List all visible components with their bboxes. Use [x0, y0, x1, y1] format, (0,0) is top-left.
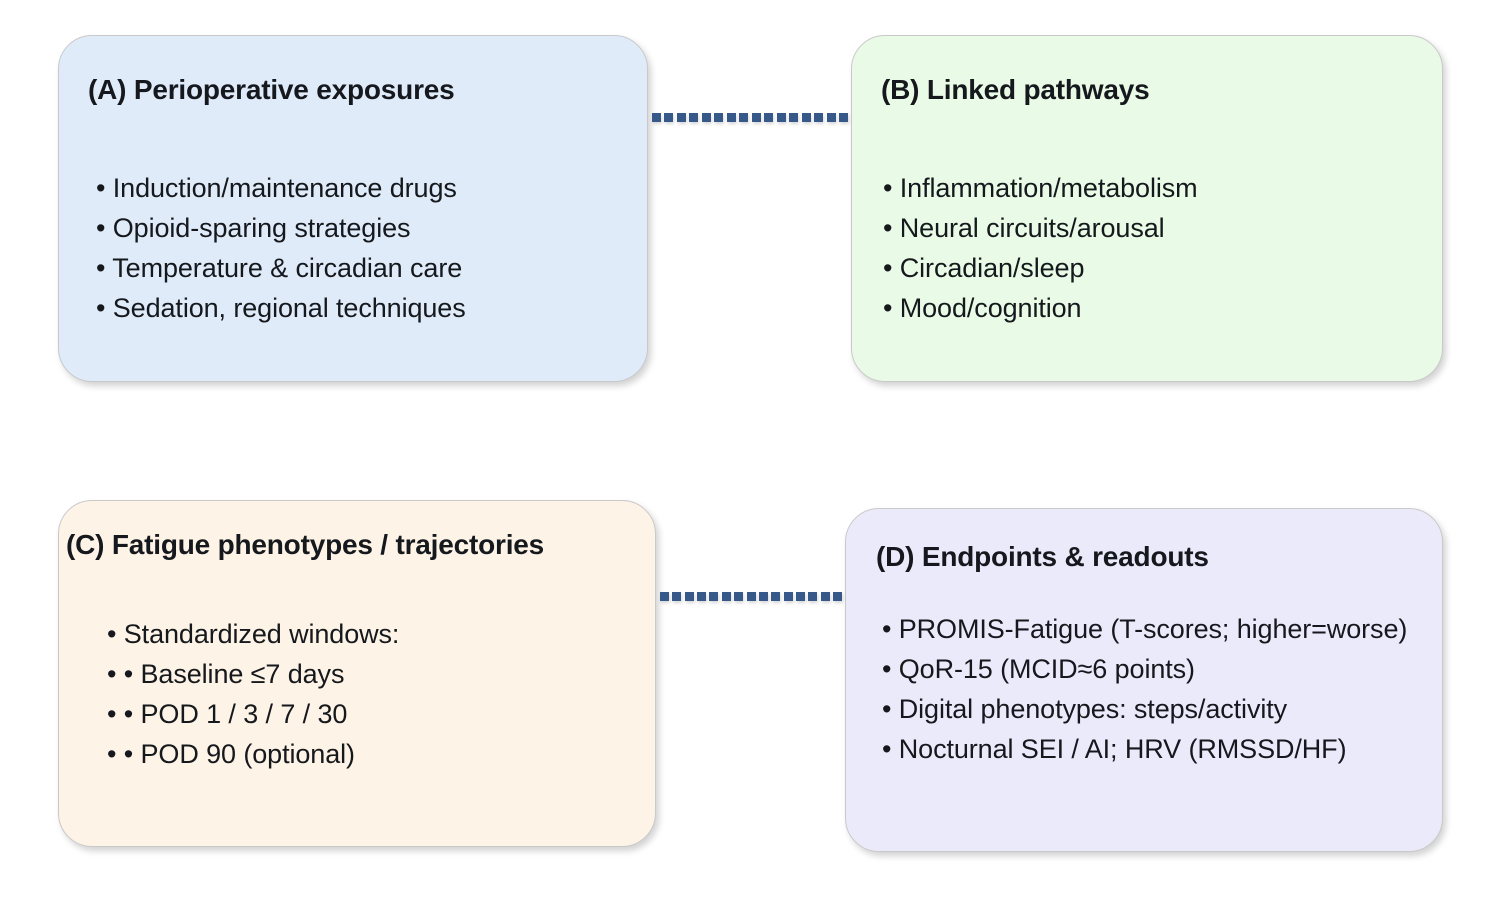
panel-a-bullet-3: • Sedation, regional techniques: [96, 293, 466, 323]
panel-c-bullet-list: • Standardized windows: • • Baseline ≤7 …: [107, 614, 667, 774]
connector-dot: [697, 592, 706, 601]
connector-dot: [677, 113, 686, 122]
connector-dot: [709, 592, 718, 601]
panel-a-bullet-0: • Induction/maintenance drugs: [96, 173, 457, 203]
panel-d-bullet-list: • PROMIS-Fatigue (T-scores; higher=worse…: [882, 609, 1454, 769]
panel-c-bullet-1: • • Baseline ≤7 days: [107, 659, 345, 689]
panel-c-bullet-0: • Standardized windows:: [107, 619, 400, 649]
connector-dot: [652, 113, 661, 122]
panel-c-bullet-2: • • POD 1 / 3 / 7 / 30: [107, 699, 348, 729]
panel-d-bullet-0: • PROMIS-Fatigue (T-scores; higher=worse…: [882, 614, 1408, 644]
connector-dot: [764, 113, 773, 122]
connector-dot: [722, 592, 731, 601]
panel-a-bullet-1: • Opioid-sparing strategies: [96, 213, 411, 243]
connector-dot: [739, 113, 748, 122]
panel-d-bullet-1: • QoR-15 (MCID≈6 points): [882, 654, 1195, 684]
panel-d-bullet-3: • Nocturnal SEI / AI; HRV (RMSSD/HF): [882, 734, 1347, 764]
connector-a-to-b: [652, 113, 848, 122]
connector-dot: [664, 113, 673, 122]
panel-d-title: (D) Endpoints & readouts: [876, 541, 1209, 572]
connector-dot: [827, 113, 836, 122]
panel-b-bullet-2: • Circadian/sleep: [883, 253, 1085, 283]
connector-dot: [734, 592, 743, 601]
connector-dot: [727, 113, 736, 122]
connector-dot: [808, 592, 817, 601]
connector-dot: [796, 592, 805, 601]
panel-linked-pathways: (B) Linked pathways • Inflammation/metab…: [851, 35, 1443, 382]
connector-dot: [714, 113, 723, 122]
connector-dot: [752, 113, 761, 122]
panel-b-bullet-1: • Neural circuits/arousal: [883, 213, 1165, 243]
connector-dot: [689, 113, 698, 122]
connector-c-to-d: [660, 592, 842, 601]
panel-fatigue-phenotypes-trajectories: (C) Fatigue phenotypes / trajectories • …: [58, 500, 656, 847]
connector-dot: [747, 592, 756, 601]
connector-dot: [672, 592, 681, 601]
panel-b-bullet-3: • Mood/cognition: [883, 293, 1082, 323]
panel-b-bullet-list: • Inflammation/metabolism • Neural circu…: [883, 168, 1431, 328]
connector-dot: [802, 113, 811, 122]
panel-b-bullet-0: • Inflammation/metabolism: [883, 173, 1198, 203]
connector-dot: [784, 592, 793, 601]
connector-dot: [660, 592, 669, 601]
connector-dot: [702, 113, 711, 122]
connector-dot: [685, 592, 694, 601]
connector-dot: [777, 113, 786, 122]
panel-b-title: (B) Linked pathways: [881, 74, 1150, 105]
panel-a-bullet-list: • Induction/maintenance drugs • Opioid-s…: [96, 168, 641, 328]
panel-c-bullet-3: • • POD 90 (optional): [107, 739, 355, 769]
panel-d-bullet-2: • Digital phenotypes: steps/activity: [882, 694, 1288, 724]
connector-dot: [839, 113, 848, 122]
panel-perioperative-exposures: (A) Perioperative exposures • Induction/…: [58, 35, 648, 382]
panel-a-bullet-2: • Temperature & circadian care: [96, 253, 463, 283]
connector-dot: [759, 592, 768, 601]
connector-dot: [814, 113, 823, 122]
connector-dot: [833, 592, 842, 601]
connector-dot: [821, 592, 830, 601]
panel-c-title: (C) Fatigue phenotypes / trajectories: [66, 529, 545, 560]
connector-dot: [789, 113, 798, 122]
panel-a-title: (A) Perioperative exposures: [88, 74, 455, 105]
panel-endpoints-readouts: (D) Endpoints & readouts • PROMIS-Fatigu…: [845, 508, 1443, 852]
connector-dot: [771, 592, 780, 601]
